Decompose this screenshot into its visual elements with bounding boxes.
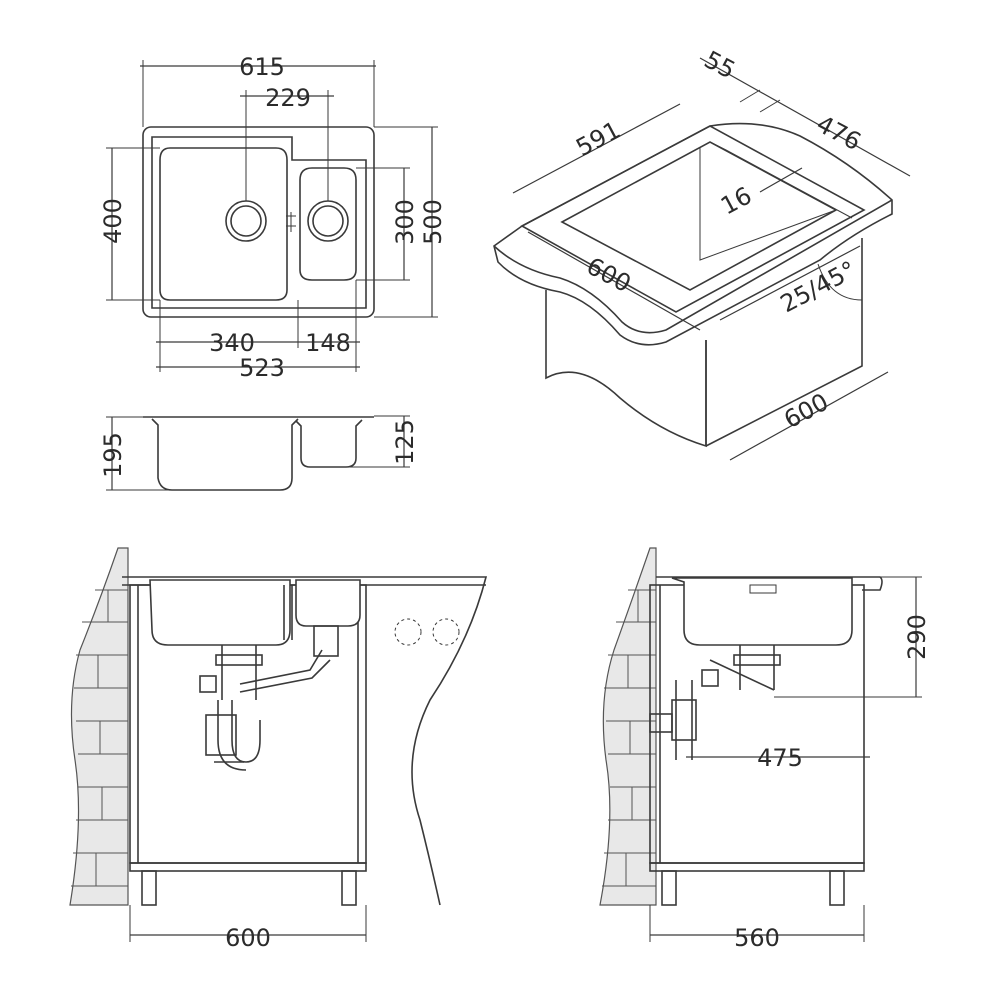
label-16: 16 (716, 181, 756, 220)
dim-line-600-cabinet (729, 371, 889, 461)
tick-55-b (759, 99, 781, 113)
main-drain-pipe (221, 645, 257, 700)
label-475: 475 (757, 744, 803, 772)
brick-wall-left (69, 547, 129, 906)
main-drain-inner (230, 205, 262, 237)
front-small-bowl (295, 579, 361, 627)
small-drain (313, 625, 339, 657)
label-55: 55 (700, 45, 740, 84)
small-drain-inner (312, 205, 344, 237)
top-outer-rim (142, 126, 375, 318)
label-591: 591 (571, 116, 625, 162)
worktop-front (122, 576, 488, 906)
main-bowl (159, 147, 288, 301)
p-trap (217, 700, 261, 771)
side-sink-overflow (749, 584, 777, 594)
side-leg-right (829, 870, 845, 906)
dim-line-600-front (527, 231, 701, 331)
dim-line-591 (512, 103, 681, 194)
tick-55-a (739, 89, 761, 103)
worktop-slab (493, 122, 893, 346)
dim-line-16 (759, 167, 803, 193)
valve (199, 675, 217, 693)
iso-rim-edge (709, 141, 853, 219)
worktop-front-edge (493, 199, 893, 334)
label-476: 476 (812, 110, 866, 156)
side-valve (701, 669, 719, 687)
front-install-view: 600 (69, 547, 488, 952)
side-leg-left (661, 870, 677, 906)
label-615: 615 (239, 53, 285, 81)
front-main-bowl (149, 579, 291, 646)
brick-pattern-left (71, 589, 128, 887)
section-main-bowl (151, 418, 299, 491)
tap-hole-2 (432, 618, 460, 646)
top-view: 615 229 400 300 500 340 148 523 (99, 53, 447, 382)
label-600-front: 600 (582, 252, 636, 298)
small-bowl (299, 167, 357, 281)
cabinet-wave (817, 263, 863, 301)
side-drain-nut (733, 654, 781, 666)
cabinet-base (129, 862, 367, 872)
side-outlet (649, 713, 673, 733)
main-drain-outer (225, 200, 267, 242)
trap-body (205, 714, 237, 756)
cabinet-leg-left (141, 870, 157, 906)
iso-bowl-interior (699, 148, 837, 261)
label-300: 300 (391, 199, 419, 245)
iso-sink-rim (520, 125, 866, 313)
label-290: 290 (903, 614, 931, 660)
connecting-pipe-lower (239, 659, 331, 693)
small-drain-outer (307, 200, 349, 242)
side-cabinet-base (649, 862, 865, 872)
label-400: 400 (99, 198, 127, 244)
side-trap (675, 659, 775, 760)
label-560: 560 (734, 924, 780, 952)
cabinet-left-side (545, 290, 707, 448)
brick-wall-right (599, 547, 657, 906)
label-195: 195 (99, 432, 127, 478)
label-125: 125 (391, 419, 419, 465)
label-500: 500 (419, 199, 447, 245)
label-340: 340 (209, 329, 255, 357)
side-install-view: 290 475 560 (599, 547, 931, 952)
section-view: 195 125 (99, 415, 419, 491)
cabinet-right-side (705, 238, 863, 447)
label-600-cabinet: 600 (779, 388, 833, 434)
label-600-front-view: 600 (225, 924, 271, 952)
dim-line-476 (699, 57, 911, 177)
tap-hole-1 (394, 618, 422, 646)
section-small-bowl (295, 419, 363, 468)
side-sink-bowl (671, 577, 853, 646)
label-523: 523 (239, 354, 285, 382)
isometric-view: 591 55 476 16 600 25/45° 600 (493, 45, 911, 461)
label-229: 229 (265, 84, 311, 112)
brick-pattern-right (602, 589, 656, 887)
label-148: 148 (305, 329, 351, 357)
dim-line-radius (719, 245, 861, 321)
overflow-pipe (283, 585, 293, 640)
side-drain-pipe (739, 645, 775, 690)
cabinet-leg-right (341, 870, 357, 906)
top-inner-rim (151, 136, 367, 309)
main-drain-nut (215, 654, 263, 666)
